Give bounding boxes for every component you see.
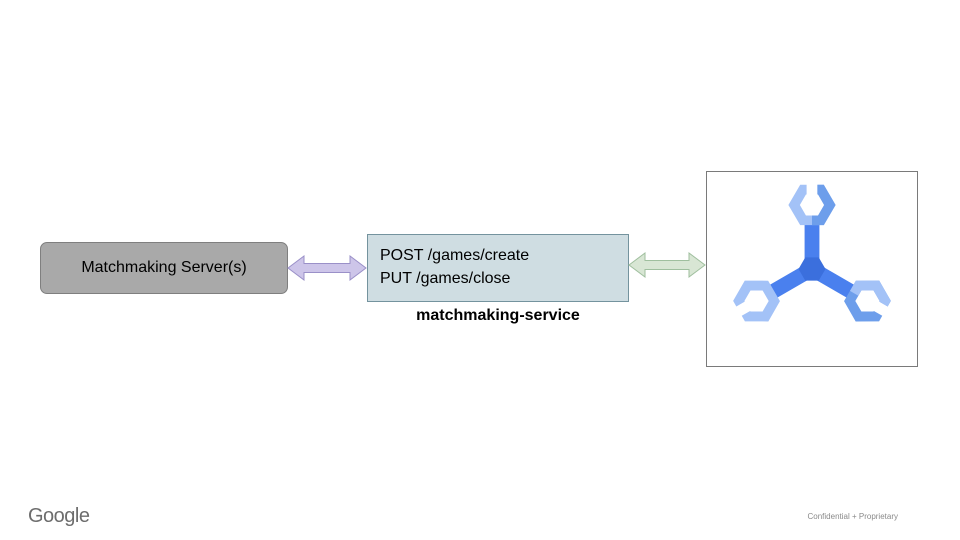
matchmaking-server-box[interactable]: Matchmaking Server(s) xyxy=(40,242,288,294)
google-logo: Google xyxy=(28,505,90,527)
bidirectional-arrow-green-icon xyxy=(628,252,706,278)
confidential-label: Confidential + Proprietary xyxy=(807,512,899,521)
matchmaking-service-caption: matchmaking-service xyxy=(416,307,580,324)
agones-logo-icon xyxy=(733,184,891,322)
api-endpoint-line-2: PUT /games/close xyxy=(380,270,511,287)
agones-logo-box[interactable] xyxy=(706,171,918,367)
bidirectional-arrow-purple-icon xyxy=(287,255,367,281)
matchmaking-service-box[interactable]: POST /games/create PUT /games/close xyxy=(367,234,629,302)
matchmaking-server-label: Matchmaking Server(s) xyxy=(81,259,247,276)
api-endpoint-line-1: POST /games/create xyxy=(380,247,530,264)
